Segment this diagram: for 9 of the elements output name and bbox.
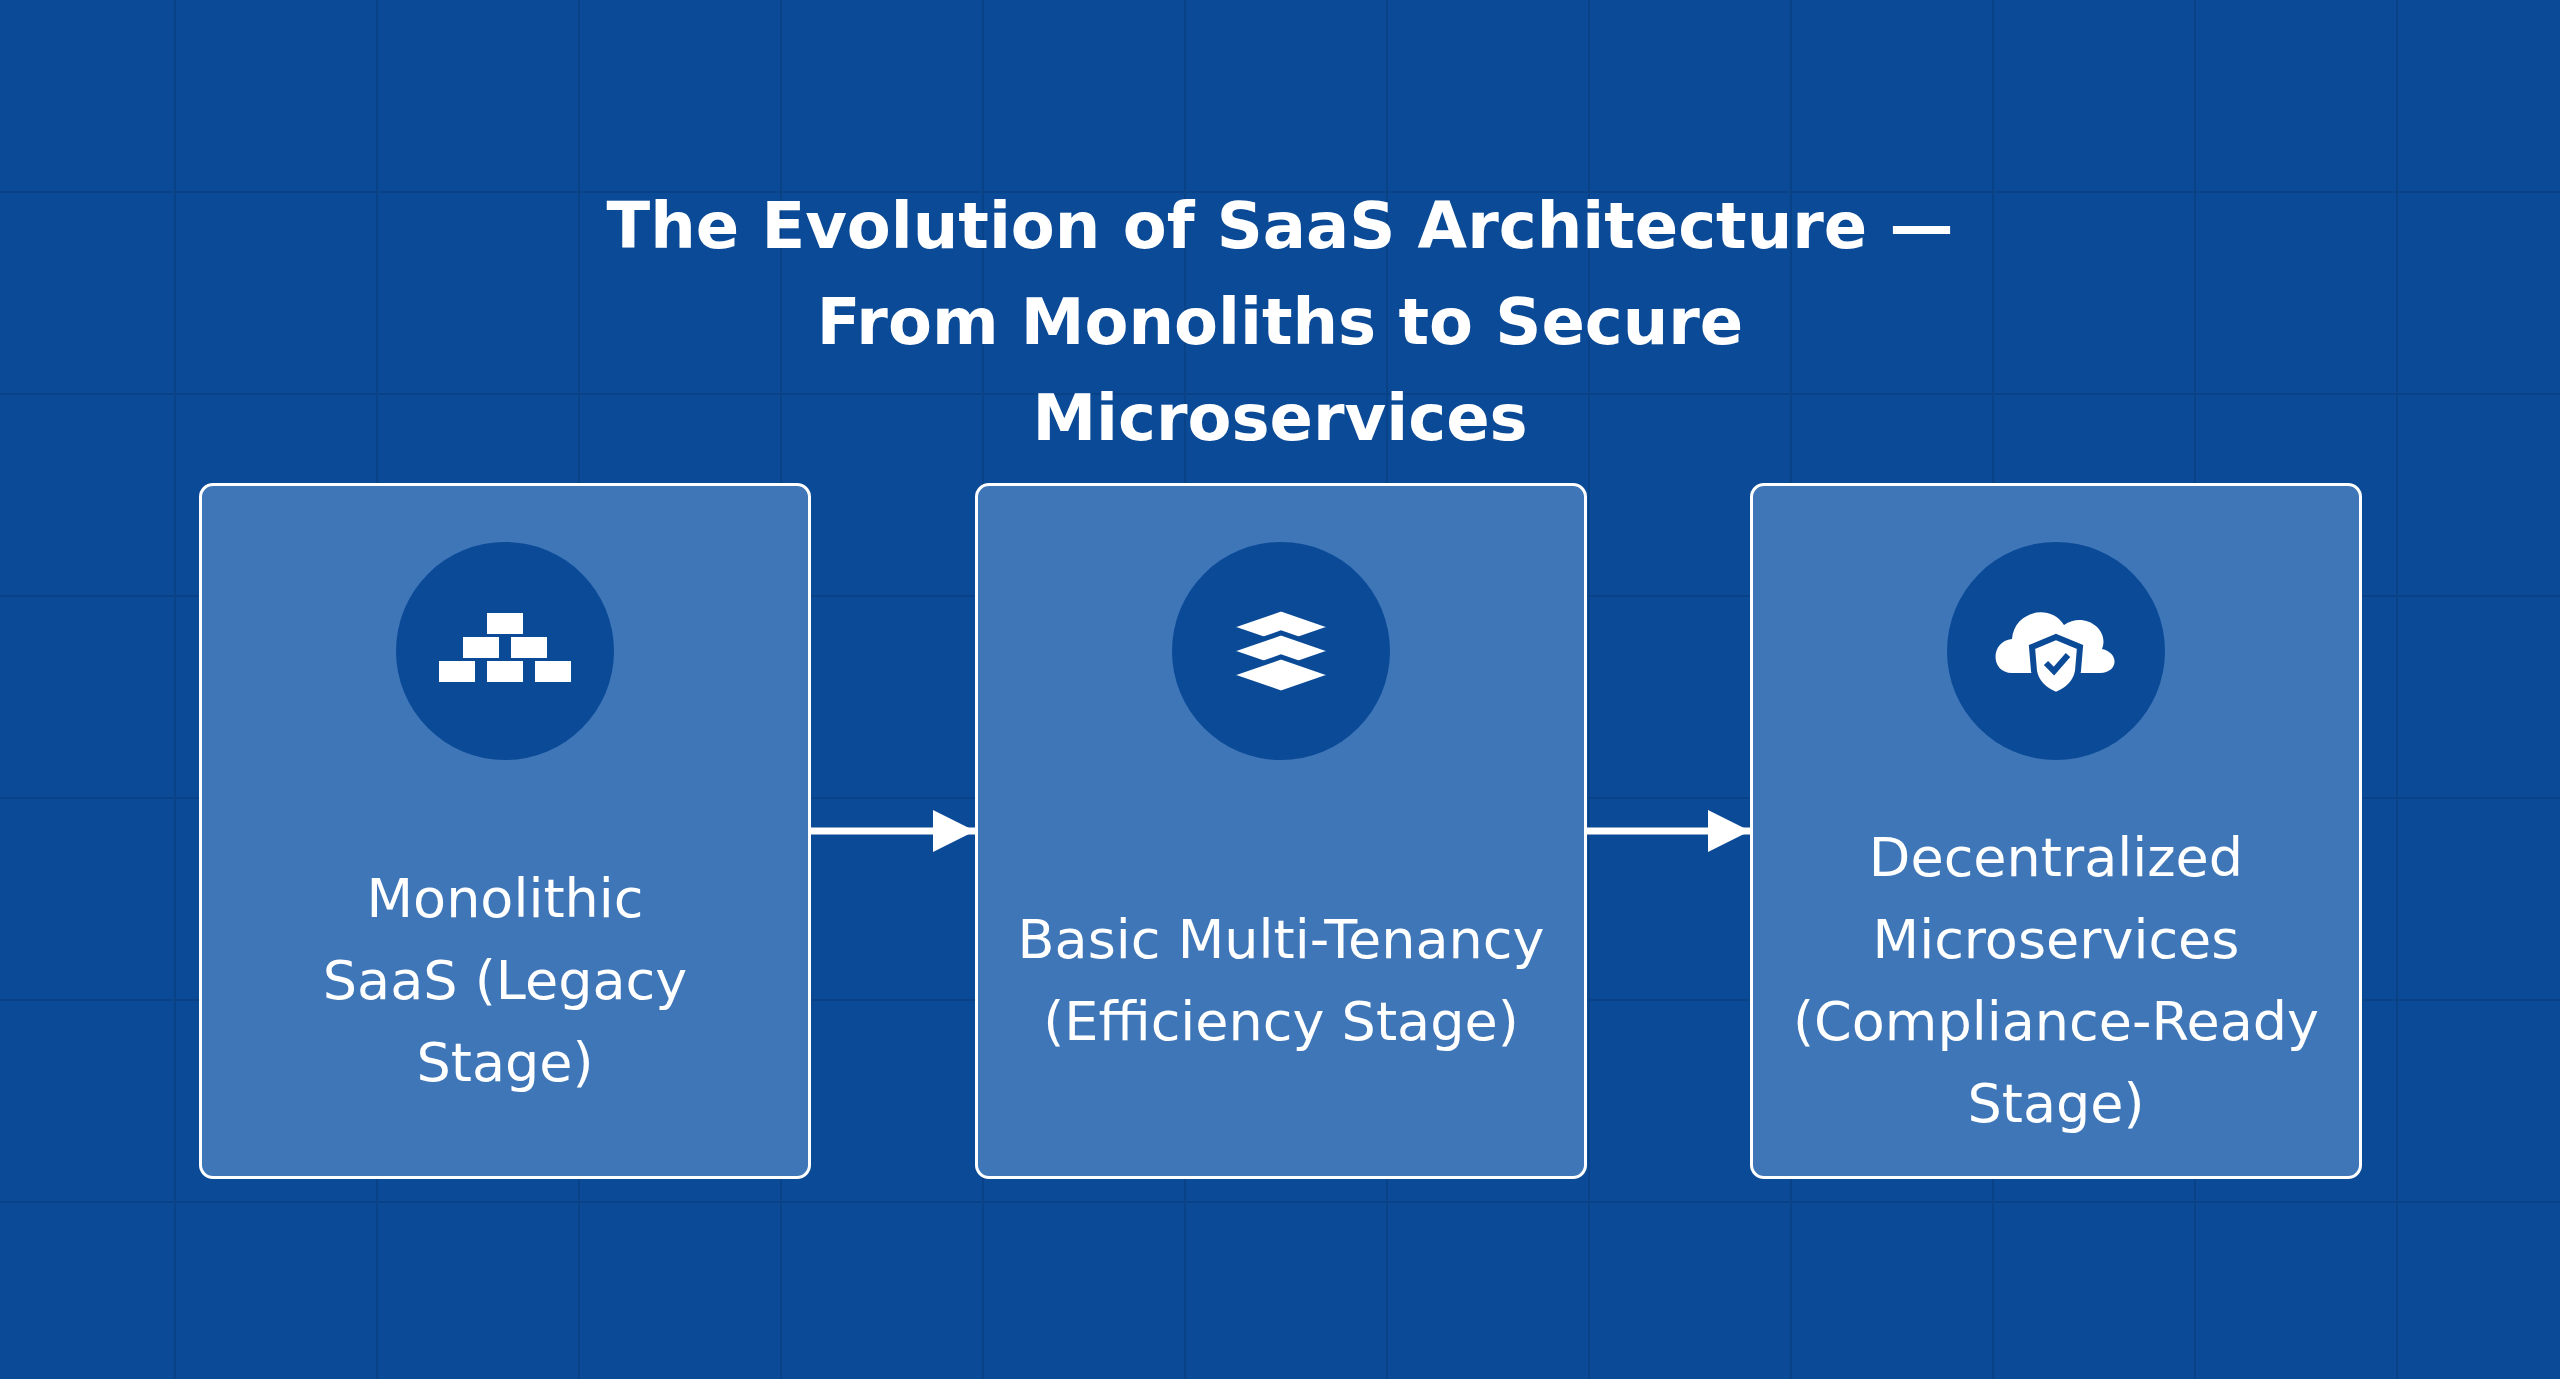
stage-label: Decentralized Microservices (Compliance-Ready Stage) xyxy=(1791,825,2321,1137)
stage-label: Basic Multi-Tenancy (Efficiency Stage) xyxy=(1016,907,1546,1055)
arrow xyxy=(811,810,975,852)
stage-card xyxy=(199,483,811,1179)
stage-card xyxy=(975,483,1587,1179)
arrow xyxy=(1587,810,1750,852)
stage-label: Monolithic SaaS (Legacy Stage) xyxy=(321,866,689,1096)
stage-card xyxy=(1750,483,2362,1179)
diagram-title: The Evolution of SaaS Architecture — From Monoliths to Secure Microservices xyxy=(605,188,1955,457)
